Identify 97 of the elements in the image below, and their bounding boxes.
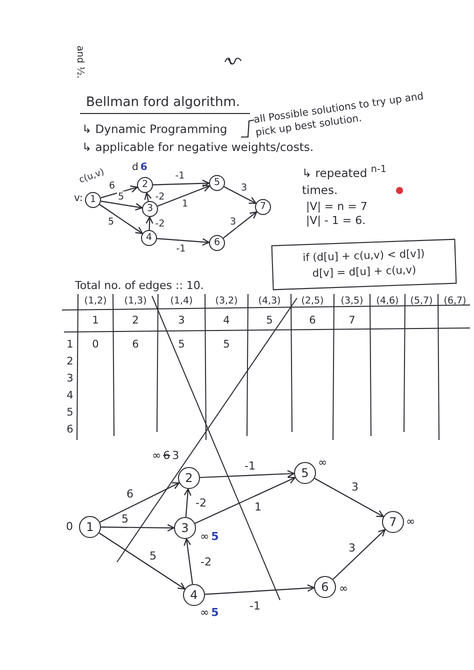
distance-value: 5 — [178, 338, 185, 352]
row-number: 4 — [66, 390, 74, 402]
distance-value: ∞ — [406, 515, 416, 528]
vertex-circle: 3 — [142, 201, 158, 217]
arrow — [100, 185, 138, 198]
vertex-circle: 7 — [382, 511, 404, 533]
arrow — [156, 238, 210, 246]
distance-value: 5 — [223, 338, 230, 352]
column-header: (4,3) — [258, 295, 281, 307]
arrow — [98, 532, 186, 590]
vertex-circle: 1 — [85, 192, 101, 208]
arrow — [101, 524, 175, 532]
distance-value: ∞ — [200, 606, 210, 619]
edge-weight: 5 — [116, 191, 126, 203]
vertex-circle: 2 — [178, 467, 200, 489]
note-text: ↳ Dynamic Programming — [82, 123, 228, 137]
note-text: Total no. of edges :: 10. — [75, 279, 204, 292]
column-header: (1,2) — [84, 295, 107, 307]
vertex-number: 4 — [223, 314, 230, 328]
row-number: 2 — [66, 356, 74, 368]
arrow — [146, 216, 154, 230]
distance-value: ∞ — [318, 456, 328, 469]
page-title: Bellman ford algorithm. — [80, 95, 250, 114]
note-text: ↳ applicable for negative weights/costs. — [82, 141, 314, 155]
distance-value: 5 — [211, 530, 219, 543]
vertex-number: 7 — [348, 314, 356, 328]
vertex-circle: 4 — [141, 230, 157, 246]
annotation-text: c(u,v) — [78, 168, 106, 186]
edge-weight: 3 — [350, 480, 360, 494]
arrow — [314, 478, 384, 518]
distance-value: ∞ — [152, 449, 162, 462]
row-number: 1 — [66, 338, 74, 352]
column-header: (1,3) — [124, 295, 147, 307]
arrow — [157, 184, 210, 207]
note-text: ↳ repeated $^{n-1}$ times. — [302, 163, 388, 200]
column-header: (1,4) — [170, 295, 193, 307]
vertex-number: 6 — [309, 314, 316, 328]
arrow — [194, 476, 296, 524]
arrow — [184, 538, 194, 584]
row-number: 6 — [66, 424, 74, 436]
distance-value: 6 — [132, 338, 139, 352]
note-text: |V| - 1 = 6. — [306, 214, 366, 228]
row-number: 5 — [66, 406, 74, 420]
column-header: (2,5) — [301, 295, 324, 307]
edge-weight: 5 — [106, 216, 116, 228]
vertex-number: 3 — [178, 314, 185, 328]
vertex-annotation: 6 — [140, 162, 148, 173]
distance-value: 6 — [163, 449, 170, 462]
edge-weight: 3 — [228, 216, 238, 228]
edge-weight: 3 — [348, 541, 356, 555]
distance-value: 5 — [211, 606, 219, 619]
arrow — [204, 584, 315, 595]
edge-weight: 5 — [148, 549, 158, 563]
edge-weight: 3 — [240, 182, 248, 194]
arrow — [184, 488, 192, 518]
vertex-circle: 2 — [137, 177, 153, 193]
vertex-number: 2 — [132, 314, 139, 328]
arrow — [100, 482, 180, 523]
distance-value: 3 — [172, 449, 180, 462]
vertex-circle: 5 — [209, 175, 225, 191]
arrow — [99, 204, 143, 234]
distance-value: ∞ — [200, 530, 210, 543]
row-number: 3 — [66, 372, 74, 386]
column-header: (3,2) — [215, 295, 238, 307]
distance-value: ∞ — [339, 582, 348, 595]
column-header: (5,7) — [410, 295, 433, 307]
column-header: (4,6) — [376, 295, 399, 307]
edge-weight: 6 — [126, 487, 134, 501]
arrow — [100, 200, 143, 210]
edge-weight: 6 — [108, 180, 116, 192]
arrow — [332, 529, 386, 580]
vertex-circle: 5 — [294, 462, 316, 484]
vertex-circle: 6 — [314, 576, 336, 598]
vertex-circle: 1 — [79, 516, 101, 538]
vertex-circle: 7 — [255, 199, 271, 215]
arrow — [224, 186, 256, 204]
vertex-number: 5 — [266, 314, 273, 328]
vertex-number: 1 — [92, 314, 99, 328]
distance-value: 0 — [66, 520, 73, 533]
vertex-circle: 6 — [209, 235, 225, 251]
column-header: (6,7) — [444, 295, 466, 307]
arrow — [152, 180, 210, 188]
arrow — [144, 192, 152, 202]
margin-text: and ½. — [74, 45, 86, 79]
distance-value: 0 — [92, 338, 99, 352]
edge-weight: 5 — [120, 512, 130, 526]
formula-text: if (d[u] + c(u,v) < d[v]) — [302, 246, 425, 265]
arrow — [200, 470, 295, 478]
note-text: |V| = n = 7 — [306, 200, 368, 214]
vertex-circle: 4 — [183, 584, 205, 606]
arrow — [222, 211, 258, 239]
vertex-circle: 3 — [174, 517, 196, 539]
vertex-annotation: d — [132, 162, 138, 173]
vertex-annotation: v: — [74, 193, 83, 204]
formula-text: d[v] = d[u] + c(u,v) — [312, 262, 416, 282]
column-header: (3,5) — [340, 295, 364, 307]
note-text: all Possible solutions to try up and pick up best solution. — [253, 90, 426, 140]
